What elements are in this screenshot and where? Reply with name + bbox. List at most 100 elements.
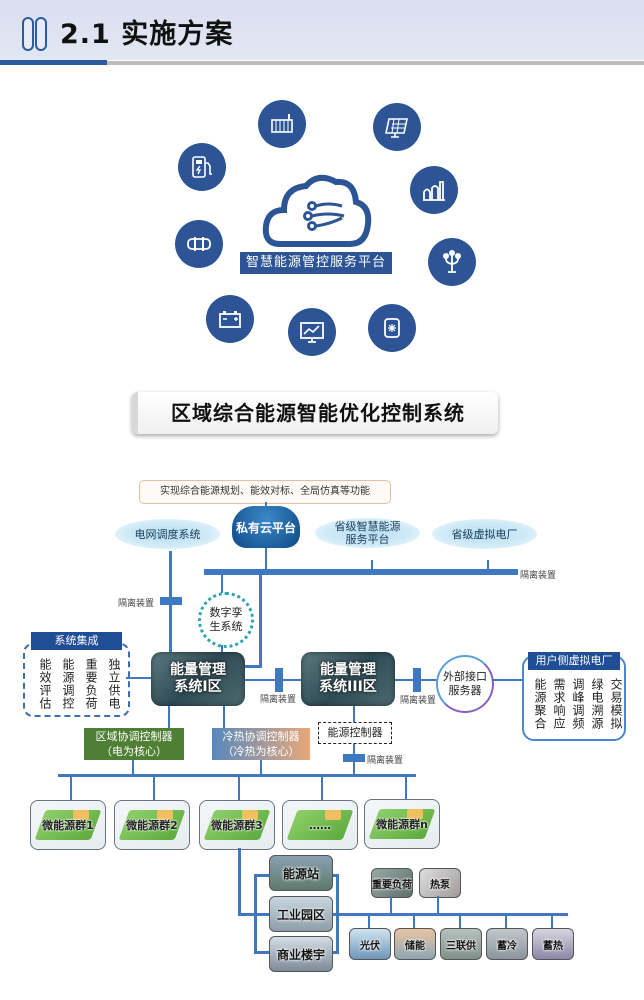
isolation-label: 隔离装置 — [367, 756, 404, 766]
micro-bus — [58, 774, 416, 777]
vpp-item: 绿电溯源 — [590, 678, 604, 730]
grid-dispatch-label: 电网调度系统 — [134, 527, 201, 541]
connector-line — [336, 874, 339, 954]
site-label: 工业园区 — [276, 907, 325, 922]
connector-line — [459, 915, 461, 928]
provincial-platform-node: 省级智慧能源 服务平台 — [315, 518, 420, 548]
solar-panel-icon — [373, 103, 421, 151]
pipeline-icon — [175, 220, 223, 268]
load-label: 蓄冷 — [497, 940, 517, 952]
street-lamp-icon — [428, 238, 476, 286]
connector-line — [254, 874, 257, 954]
connector-line — [321, 776, 323, 800]
connector-line — [487, 560, 489, 570]
platform-label: 智慧能源管控服务平台 — [240, 252, 392, 274]
regional-controller-label-1: 区域协调控制器 — [95, 730, 173, 743]
connector-line — [505, 915, 507, 928]
thermal-controller-label-2: （冷热为核心） — [222, 745, 300, 758]
load-label: 三联供 — [446, 940, 476, 952]
site-industrial-park: 工业园区 — [269, 896, 333, 932]
integration-item: 独立供电 — [107, 658, 121, 710]
load-label: 热泵 — [430, 879, 450, 891]
connector-line — [223, 706, 225, 728]
connector-line — [254, 874, 270, 877]
connector-line — [265, 548, 267, 570]
micro-group-label: 微能源群3 — [211, 819, 263, 832]
ems-zone-1-label-1: 能量管理 — [170, 662, 226, 678]
vpp-item: 交易模拟 — [609, 678, 623, 730]
system-title: 区域综合能源智能优化控制系统 — [132, 392, 498, 434]
site-commercial-building: 商业楼宇 — [269, 936, 333, 972]
function-note: 实现综合能源规划、能效对标、全局仿真等功能 — [139, 480, 391, 504]
site-label: 能源站 — [282, 866, 319, 881]
external-server-label-2: 服务器 — [448, 684, 482, 697]
user-vpp-items: 能源聚合 需求响应 调峰调频 绿电溯源 交易模拟 — [533, 678, 623, 730]
connector-line — [259, 575, 262, 667]
ems-zone-1: 能量管理系统I区 — [151, 652, 245, 706]
ems-zone-3-label-1: 能量管理 — [319, 662, 376, 678]
load-cold-storage: 蓄冷 — [486, 928, 528, 960]
provincial-vpp-label: 省级虚拟电厂 — [451, 527, 518, 541]
regional-controller-label-2: （电为核心） — [101, 745, 167, 758]
private-cloud-label: 私有云平台 — [235, 520, 296, 535]
connector-line — [221, 645, 223, 655]
cold-storage-icon — [368, 304, 416, 352]
load-label: 储能 — [405, 940, 425, 952]
connector-line — [551, 915, 553, 928]
connector-line — [168, 706, 170, 728]
micro-group-n: 微能源群n — [364, 799, 440, 849]
header-underline-accent — [0, 60, 107, 65]
user-vpp-title: 用户侧虚拟电厂 — [528, 652, 620, 670]
main-bus — [204, 569, 518, 575]
micro-group-3: 微能源群3 — [199, 800, 275, 850]
connector-line — [221, 575, 223, 593]
thermal-controller-label-1: 冷热协调控制器 — [222, 730, 300, 743]
load-cchp: 三联供 — [440, 928, 482, 960]
external-server-label-1: 外部接口 — [443, 670, 487, 683]
connector-line — [413, 915, 415, 928]
site-label: 商业楼宇 — [276, 947, 325, 962]
micro-group-label: 微能源群1 — [42, 819, 94, 832]
site-energy-station: 能源站 — [269, 855, 333, 891]
connector-line — [368, 915, 370, 928]
load-label: 蓄热 — [543, 940, 563, 952]
micro-group-ellipsis: …… — [282, 800, 358, 850]
battery-icon — [206, 295, 254, 343]
system-integration-items: 能效评估 能源调控 重要负荷 独立供电 — [38, 658, 121, 710]
charging-station-icon — [178, 143, 226, 191]
connector-line — [437, 896, 439, 914]
connector-line — [254, 951, 270, 954]
connector-line — [390, 896, 392, 914]
connector-line — [126, 677, 152, 679]
isolation-label: 隔离装置 — [118, 599, 155, 609]
load-label: 光伏 — [360, 940, 380, 952]
monitor-chart-icon — [288, 308, 336, 356]
vpp-item: 调峰调频 — [571, 678, 585, 730]
connector-line — [405, 776, 407, 800]
isolation-device — [160, 597, 182, 605]
page-title: 2.1 实施方案 — [60, 19, 234, 50]
thermal-controller: 冷热协调控制器 （冷热为核心） — [212, 728, 310, 760]
digital-twin-label-2: 生系统 — [209, 620, 243, 633]
system-integration-title: 系统集成 — [31, 632, 122, 650]
isolation-device — [343, 754, 365, 762]
pill-icon-right — [35, 17, 47, 51]
connector-line — [244, 665, 262, 668]
integration-item: 能源调控 — [61, 658, 75, 710]
isolation-device — [413, 668, 421, 692]
load-heat-storage: 蓄热 — [532, 928, 574, 960]
isolation-device — [275, 668, 283, 692]
vpp-item: 能源聚合 — [533, 678, 547, 730]
cloud-network-icon — [262, 170, 372, 250]
digital-twin-label-1: 数字孪 — [209, 606, 243, 619]
micro-group-label: 微能源群2 — [126, 819, 178, 832]
integration-item: 重要负荷 — [84, 658, 98, 710]
load-label: 重要负荷 — [372, 879, 412, 891]
private-cloud-node: 私有云平台 — [232, 506, 300, 548]
isolation-label: 隔离装置 — [520, 571, 557, 581]
ems-zone-3-label-2: 系统III区 — [319, 679, 377, 695]
energy-controller: 能源控制器 — [318, 722, 392, 744]
micro-group-2: 微能源群2 — [114, 800, 190, 850]
load-storage: 储能 — [394, 928, 436, 960]
integration-item: 能效评估 — [38, 658, 52, 710]
